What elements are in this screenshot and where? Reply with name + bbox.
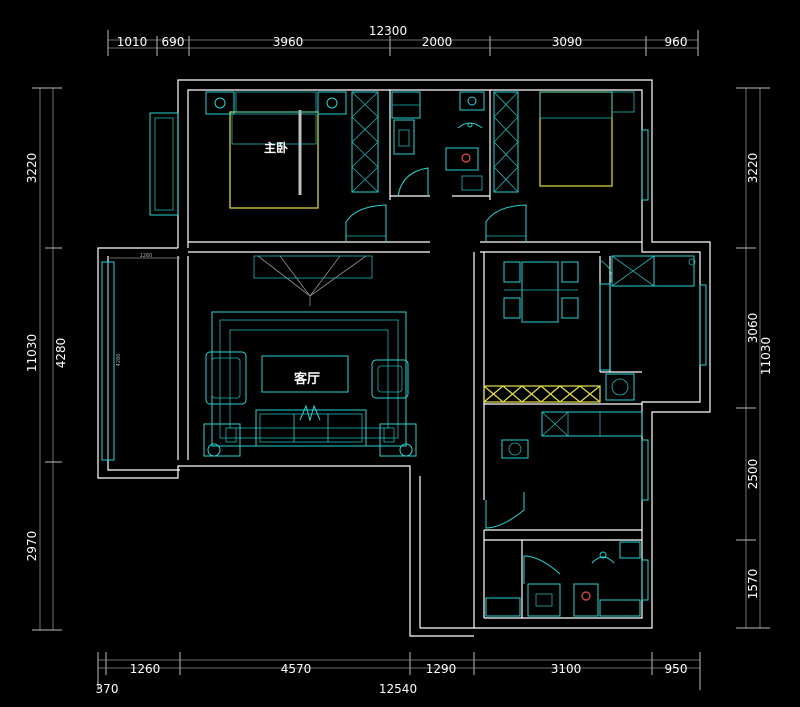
dining-chair-1 — [503, 261, 521, 283]
kitchen-counter-side — [599, 283, 611, 371]
top-dim-5: 3090 — [552, 35, 583, 49]
bottom-dimensions: 1260 4570 1290 3100 950 370 12540 — [96, 652, 701, 696]
left-dim-3: 2970 — [25, 531, 39, 562]
dining-chair-2 — [503, 297, 521, 319]
wardrobe-master — [351, 91, 379, 193]
second-nightstand — [611, 91, 635, 113]
bathroom-bottom — [485, 541, 641, 617]
dining-area — [503, 261, 579, 323]
sofa-cushion — [299, 404, 321, 422]
right-dim-2: 3060 — [746, 313, 760, 344]
nightstand-right — [317, 91, 347, 115]
balcony-window-top-left — [149, 112, 179, 216]
second-bed — [539, 91, 613, 187]
dining-table — [521, 261, 559, 323]
bathroom-top — [391, 91, 485, 197]
right-total-dim: 11030 — [759, 337, 773, 375]
bottom-total-dim: 12540 — [379, 682, 417, 696]
bath-cabinet-2 — [599, 599, 641, 617]
right-dim-4: 1570 — [746, 569, 760, 600]
top-dim-1: 1010 — [117, 35, 148, 49]
bottom-dim-5: 950 — [665, 662, 688, 676]
second-bedroom — [485, 91, 635, 242]
study-desk-shelf — [541, 411, 643, 437]
side-table-left — [203, 423, 241, 457]
shower-head-2 — [619, 541, 641, 559]
study-door-swing — [485, 492, 525, 529]
bottom-dim-2: 4570 — [281, 662, 312, 676]
armchair-left — [205, 351, 247, 405]
storage-cabinet — [483, 385, 601, 403]
washbasin — [393, 119, 415, 155]
second-door-swing — [485, 204, 527, 242]
left-dimensions: 3220 4280 2970 11030 — [25, 87, 68, 631]
bath2-door-swing — [523, 555, 561, 584]
tv-cabinet — [253, 255, 373, 279]
side-table-right — [379, 423, 417, 457]
washing-machine — [605, 373, 635, 401]
kitchen-counter-top — [653, 255, 695, 287]
balcony-width-label: 1260 — [140, 253, 153, 259]
balcony-window-left: 1260 4280 — [101, 253, 180, 461]
top-dimensions: 12300 1010 690 3960 2000 3090 960 — [107, 24, 699, 56]
bottom-dim-left: 370 — [96, 682, 119, 696]
right-dim-3: 2500 — [746, 459, 760, 490]
left-dim-1: 3220 — [25, 153, 39, 184]
armchair-right — [371, 359, 409, 399]
bath-door-swing — [397, 167, 429, 197]
vanity — [527, 583, 561, 617]
wardrobe-second — [493, 91, 519, 193]
study-chair — [501, 439, 529, 459]
dining-chair-3 — [561, 261, 579, 283]
kitchen — [599, 255, 696, 401]
right-windows — [641, 129, 707, 601]
top-dim-4: 2000 — [422, 35, 453, 49]
top-dim-3: 3960 — [273, 35, 304, 49]
toilet-2 — [573, 583, 599, 617]
sofa — [255, 409, 367, 447]
balcony-side-label: 4280 — [116, 354, 122, 367]
bottom-dim-3: 1290 — [426, 662, 457, 676]
left-dim-2: 4280 — [54, 338, 68, 369]
master-door-swing — [345, 204, 387, 242]
shoe-cabinet — [485, 597, 521, 617]
coffee-table — [261, 355, 349, 393]
top-total-dim: 12300 — [369, 24, 407, 38]
living-room: 客厅 — [203, 255, 417, 457]
outer-walls — [97, 79, 711, 637]
bottom-dim-4: 3100 — [551, 662, 582, 676]
study-room — [485, 411, 643, 529]
master-bedroom: 主卧 — [205, 91, 387, 242]
master-bed-pillows — [231, 113, 317, 145]
shower-head — [459, 91, 485, 111]
master-bedroom-label: 主卧 — [264, 140, 288, 155]
living-room-label: 客厅 — [294, 371, 320, 387]
toilet — [445, 147, 479, 171]
nightstand-left — [205, 91, 235, 115]
bottom-dim-1: 1260 — [130, 662, 161, 676]
dining-chair-4 — [561, 297, 579, 319]
right-dim-1: 3220 — [746, 153, 760, 184]
master-bed — [229, 111, 319, 209]
right-dimensions: 3220 3060 2500 1570 11030 — [736, 87, 773, 629]
shower-icon-2 — [591, 556, 615, 564]
top-dim-6: 960 — [665, 35, 688, 49]
left-total-dim: 11030 — [25, 334, 39, 372]
top-dim-2: 690 — [162, 35, 185, 49]
